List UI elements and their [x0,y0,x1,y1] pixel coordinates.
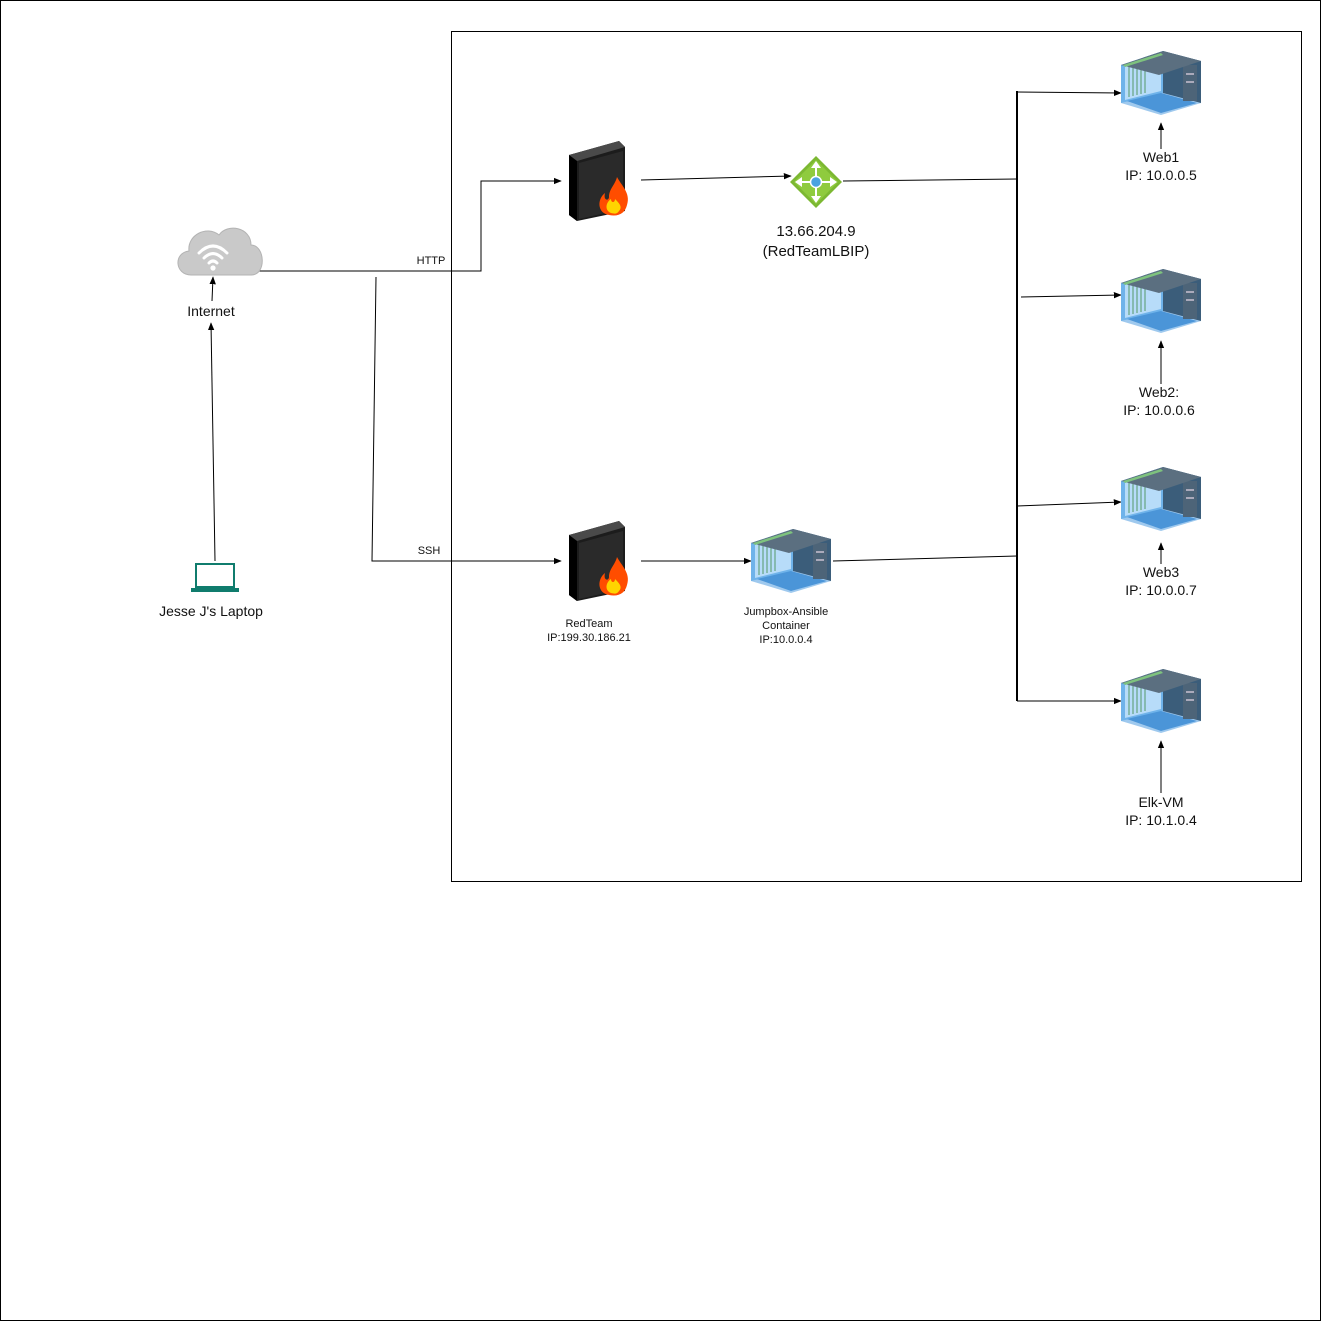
virtual-network-boundary [451,31,1302,882]
load-balancer-icon [790,156,842,208]
firewall-to-lb-edge [640,172,792,181]
virtual-machine-icon [1120,50,1202,116]
http-edge-label: HTTP [414,255,448,267]
jumpbox-to-bus-edge [832,555,1018,562]
http-edge [256,177,562,272]
bus-to-web2-edge [1020,291,1122,299]
virtual-machine-icon [1120,466,1202,532]
load-balancer-label: 13.66.204.9 (RedTeamLBIP) [762,223,870,260]
web1-label: Web1 IP: 10.0.0.5 [1125,149,1197,183]
web3-label: Web3 IP: 10.0.0.7 [1125,564,1197,598]
firewall-server-icon [569,521,628,601]
web2-label: Web2: IP: 10.0.0.6 [1123,384,1195,418]
internet-label: Internet [185,303,237,319]
ssh-edge-label: SSH [415,545,443,557]
lb-to-bus-edge [842,178,1018,182]
bus-to-web3-edge [1016,499,1122,507]
virtual-machine-icon [750,528,832,594]
firewall-server-icon [569,141,628,221]
elk-vm-label: Elk-VM IP: 10.1.0.4 [1125,794,1197,828]
laptop-label: Jesse J's Laptop [159,603,263,619]
virtual-machine-icon [1120,268,1202,334]
bus-to-web1-edge [1016,89,1122,97]
laptop-icon [191,563,239,592]
redteam-firewall-label: RedTeam IP:199.30.186.21 [547,618,631,644]
cloud-wifi-icon [177,227,263,276]
laptop-to-internet-edge [207,322,216,562]
internet-label-arrow [209,276,216,302]
jumpbox-label: Jumpbox-Ansible Container IP:10.0.0.4 [743,606,829,646]
ssh-edge [371,276,562,565]
virtual-machine-icon [1120,668,1202,734]
